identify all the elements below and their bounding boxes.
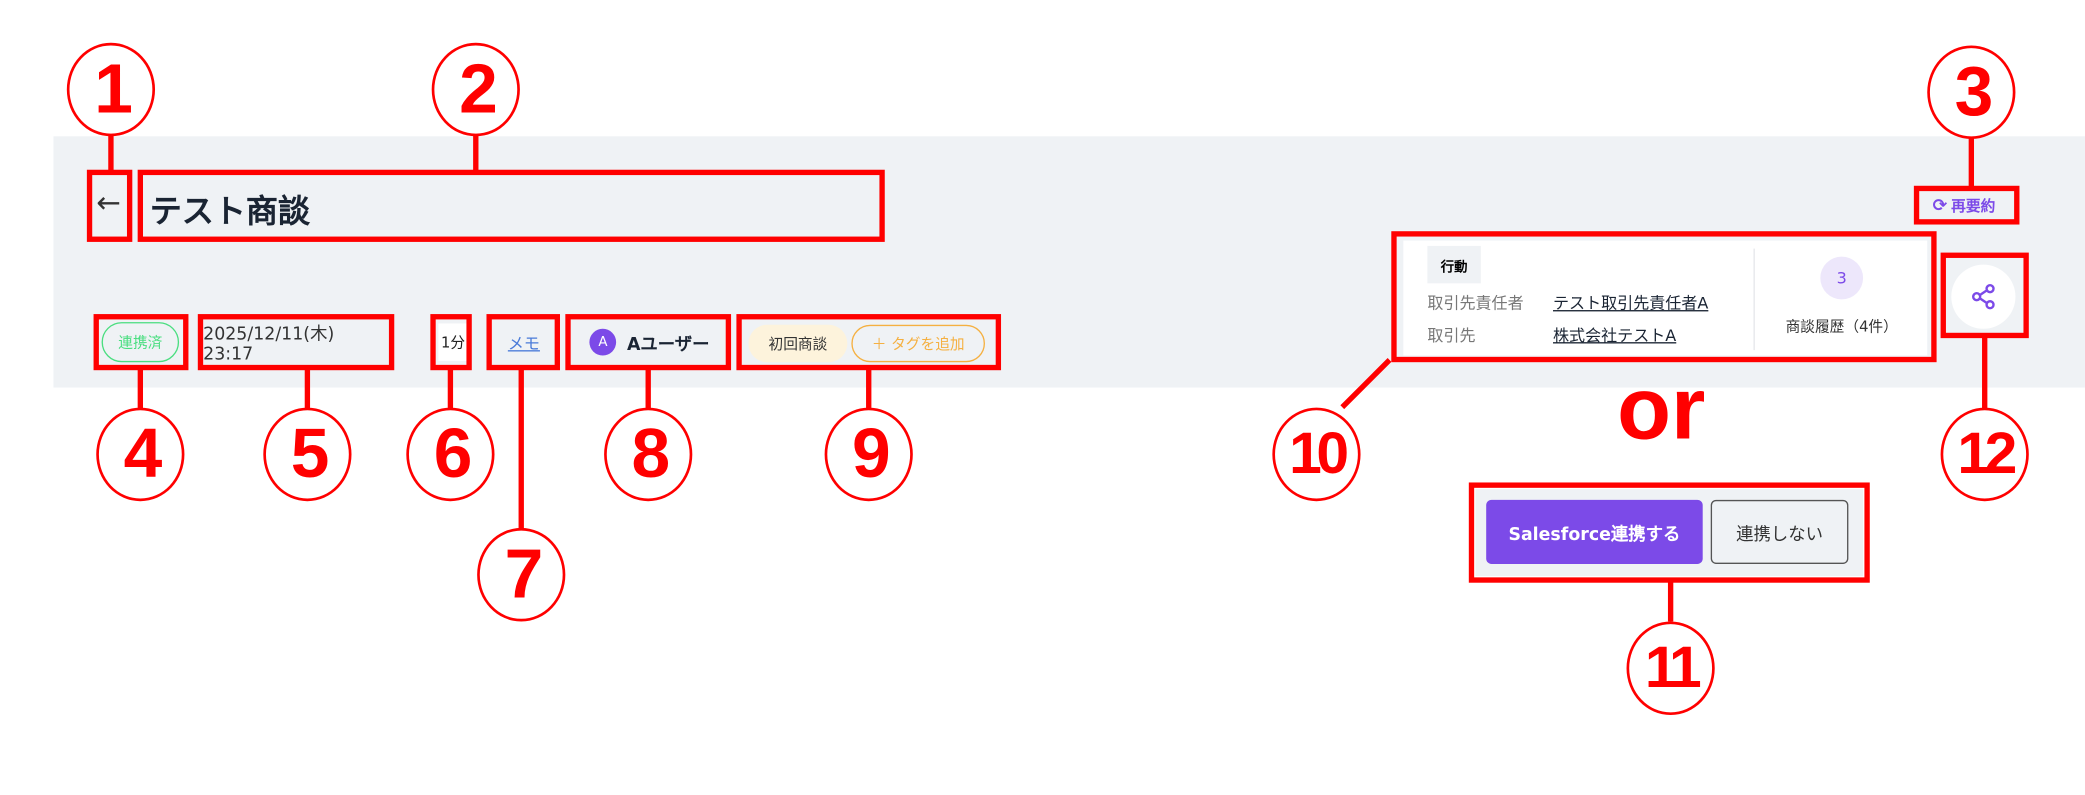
- account-link[interactable]: 株式会社テストA: [1553, 326, 1677, 345]
- annotation-box: [565, 314, 732, 371]
- share-icon: [1972, 284, 1995, 310]
- tag-chip[interactable]: 初回商談: [748, 324, 848, 363]
- action-badge: 行動: [1427, 245, 1481, 284]
- duration-badge: 1分: [438, 323, 468, 361]
- memo-link[interactable]: メモ: [507, 333, 540, 353]
- contact-label: 取引先責任者: [1427, 294, 1524, 313]
- resummarize-label: 再要約: [1951, 197, 1996, 216]
- annotation-box: [86, 169, 133, 242]
- annotation-box: [93, 314, 189, 371]
- annotation-box: [1913, 185, 2020, 225]
- user-info[interactable]: A Aユーザー: [575, 322, 725, 362]
- annotation-box: [736, 314, 1002, 371]
- annotation-number: 7: [477, 527, 566, 622]
- share-button[interactable]: [1951, 264, 2016, 329]
- annotation-number: 8: [604, 407, 693, 502]
- annotation-box: [1391, 231, 1937, 363]
- annotation-number: 4: [96, 407, 185, 502]
- crm-card: 行動 取引先責任者 テスト取引先責任者A 取引先 株式会社テストA 3 商談履歴…: [1403, 240, 1928, 356]
- annotation-box: [137, 169, 885, 242]
- history-label[interactable]: 商談履歴（4件）: [1785, 318, 1898, 336]
- annotation-number: 12: [1940, 407, 2029, 502]
- annotation-number: 9: [824, 407, 913, 502]
- history-count[interactable]: 3: [1820, 256, 1864, 300]
- annotation-box: [1940, 252, 2029, 339]
- avatar: A: [589, 328, 617, 356]
- no-sync-button[interactable]: 連携しない: [1710, 499, 1849, 565]
- annotation-box: [430, 314, 472, 371]
- arrow-left-icon: ←: [96, 187, 121, 221]
- back-button[interactable]: ←: [96, 187, 121, 220]
- status-badge: 連携済: [101, 322, 180, 363]
- annotation-number: 5: [263, 407, 352, 502]
- annotation-number: 11: [1626, 621, 1715, 716]
- contact-link[interactable]: テスト取引先責任者A: [1553, 294, 1709, 313]
- add-tag-button[interactable]: ＋ タグを追加: [851, 324, 986, 363]
- annotation-box: [1468, 482, 1870, 583]
- page-title: テスト商談: [149, 192, 311, 230]
- meeting-datetime: 2025/12/11(木) 23:17: [203, 324, 335, 365]
- annotation-box: [197, 314, 395, 371]
- annotation-number: 2: [431, 42, 520, 137]
- annotation-box: [486, 314, 560, 371]
- refresh-icon: ⟳: [1932, 195, 1948, 216]
- or-label: or: [1617, 358, 1706, 458]
- divider: [1753, 248, 1755, 351]
- annotation-number: 1: [66, 42, 156, 137]
- annotation-number: 3: [1927, 45, 2016, 139]
- account-label: 取引先: [1427, 326, 1476, 345]
- user-name: Aユーザー: [626, 334, 710, 355]
- annotation-number: 10: [1272, 407, 1361, 502]
- salesforce-sync-button[interactable]: Salesforce連携する: [1486, 499, 1703, 565]
- resummarize-button[interactable]: ⟳ 再要約: [1933, 195, 1996, 216]
- annotation-number: 6: [406, 407, 495, 502]
